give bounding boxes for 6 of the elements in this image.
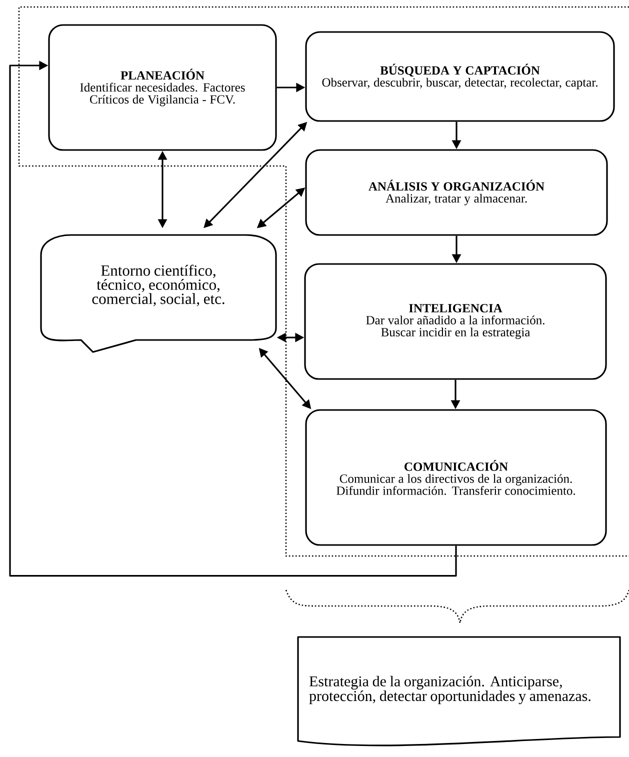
process-box: INTELIGENCIA Dar valor añadido a la información. Buscar incidir en la estrategia: [304, 263, 607, 380]
process-box: COMUNICACIÓN Comunicar a los directivos de la organización. Difundir información. Transferir conocimiento.: [305, 409, 607, 546]
process-box: ANÁLISIS Y ORGANIZACIÓN Analizar, tratar y almacenar.: [305, 149, 608, 236]
arrow: [9, 60, 457, 577]
process-box: PLANEACIÓN Identificar necesidades. Factores Críticos de Vigilancia - FCV.: [48, 24, 277, 151]
process-box: BÚSQUEDA Y CAPTACIÓN Observar, descubrir, buscar, detectar, recolectar, captar.: [305, 31, 615, 122]
